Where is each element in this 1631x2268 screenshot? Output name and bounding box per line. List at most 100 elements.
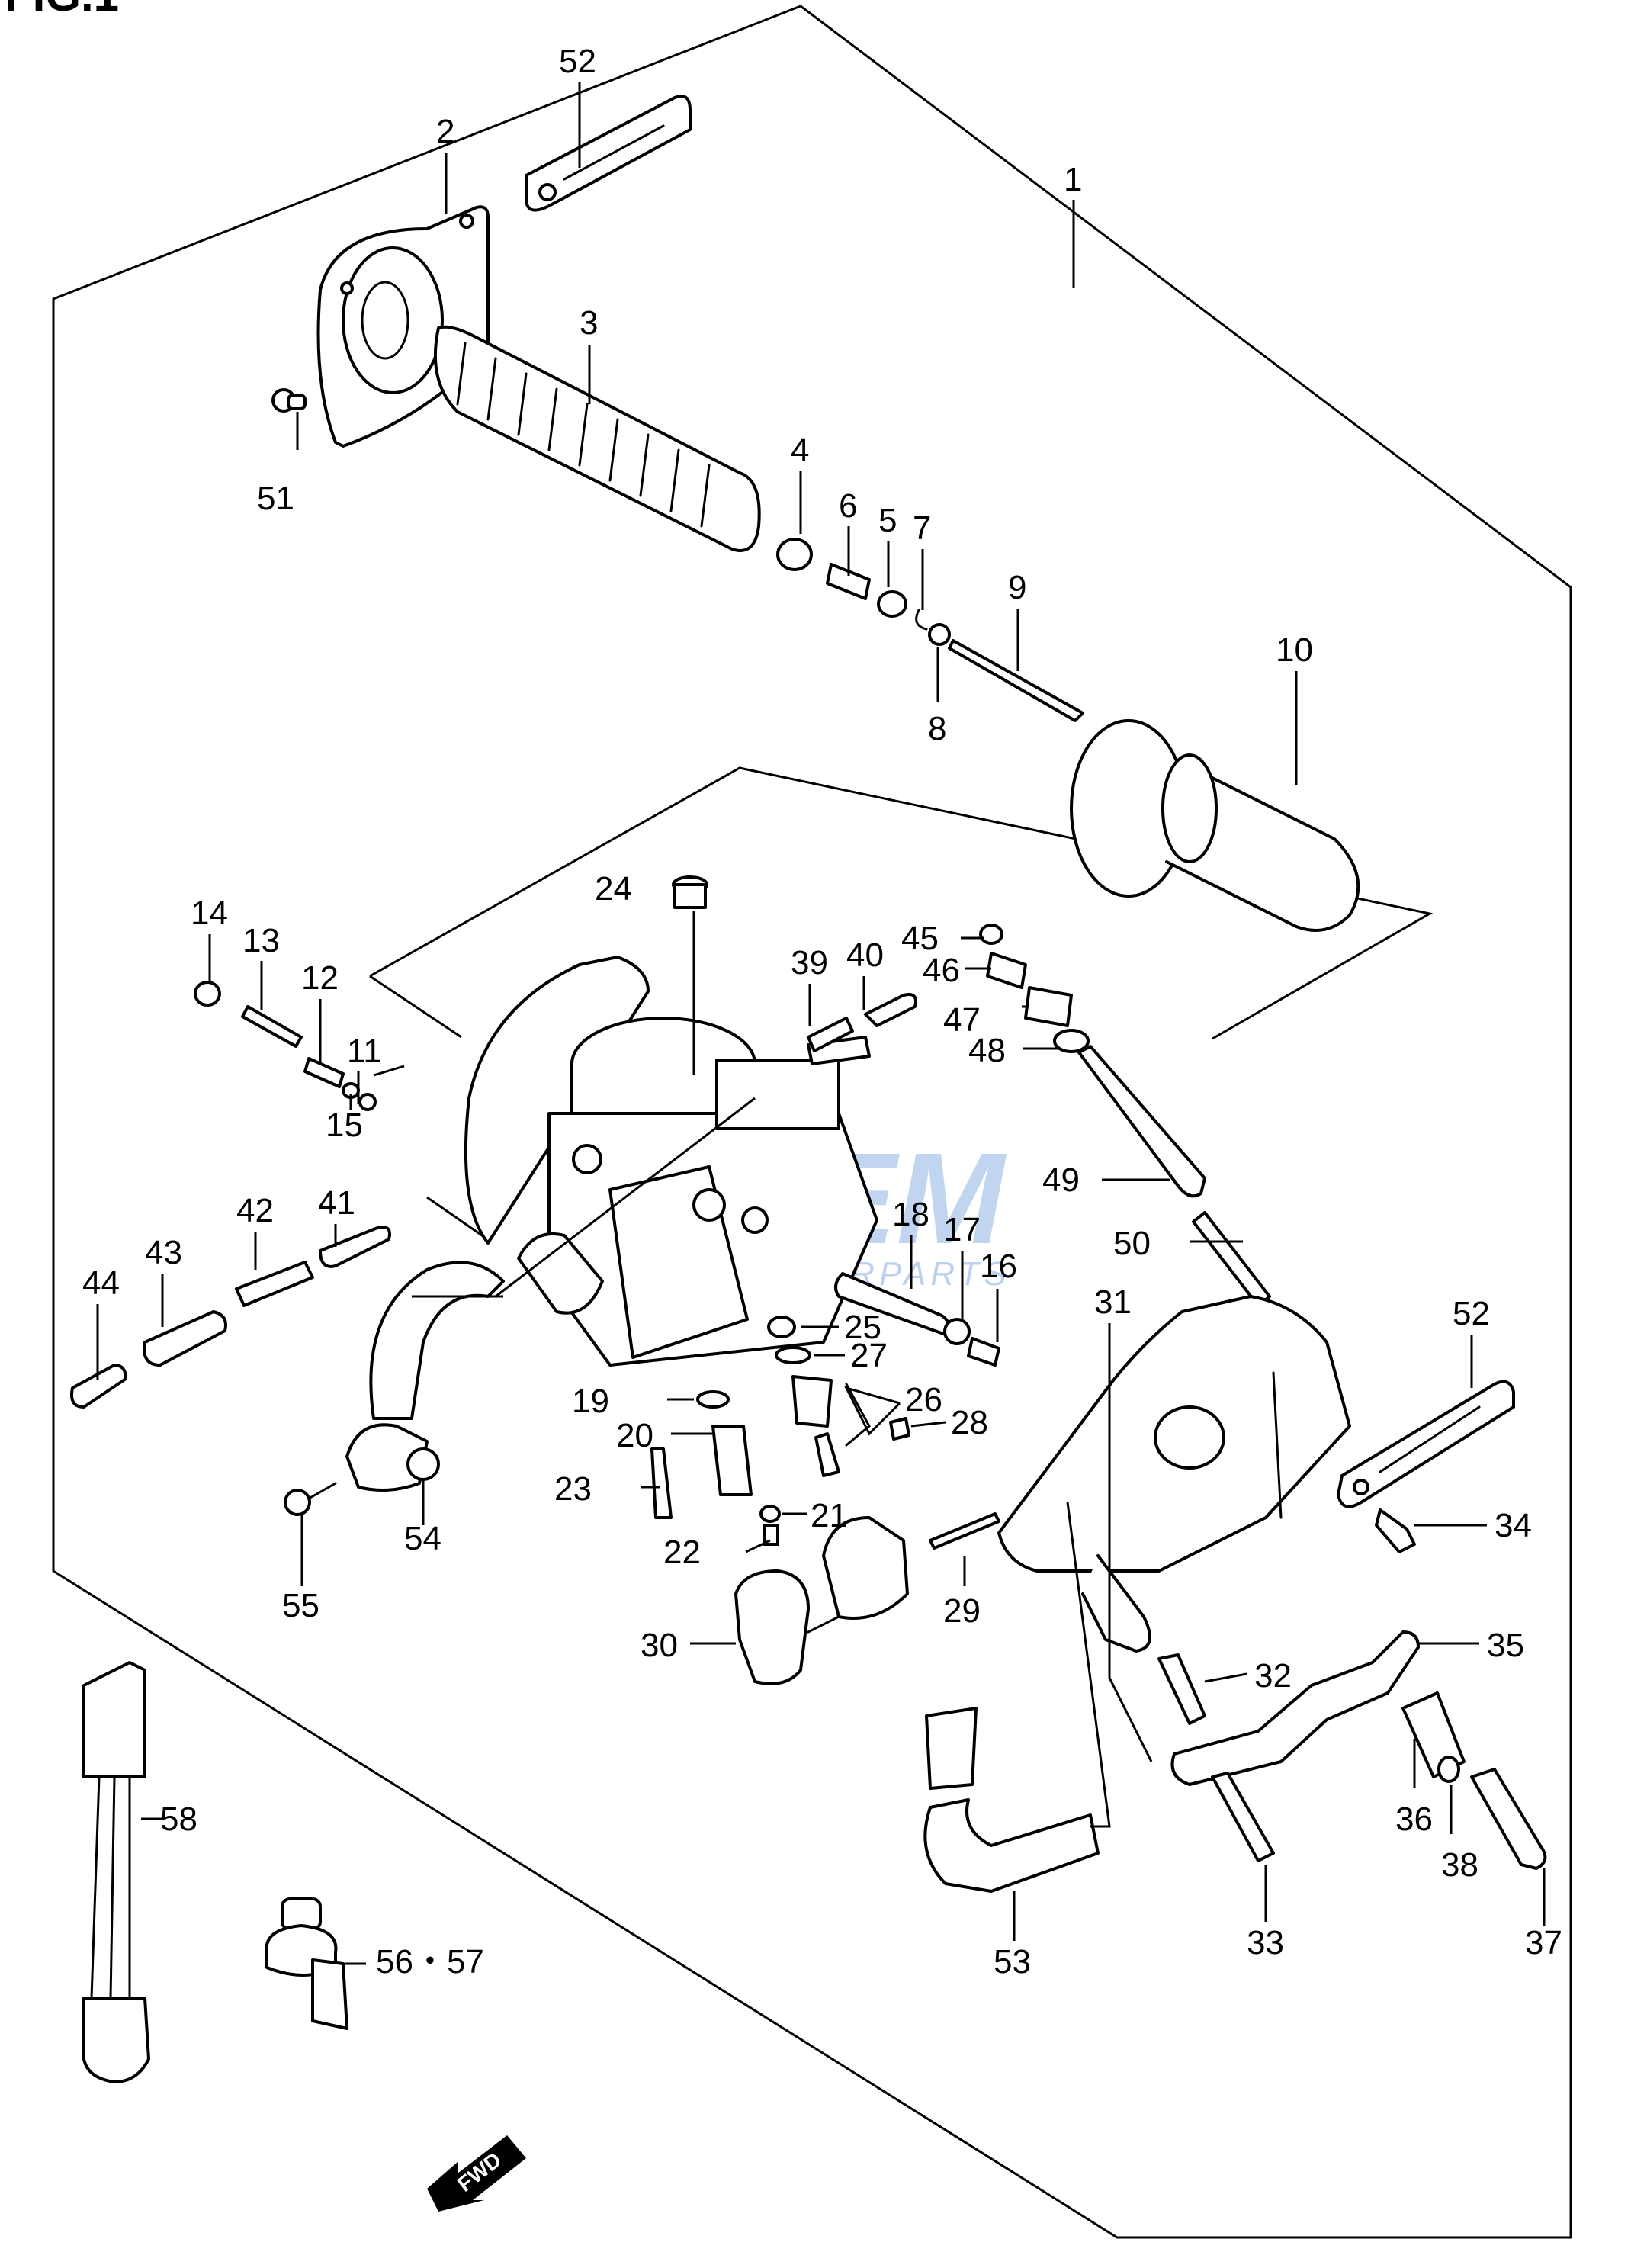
holder-part-47 bbox=[1024, 986, 1073, 1027]
washer-part-19 bbox=[696, 1390, 730, 1409]
holder-part-4 bbox=[776, 538, 813, 571]
callout-15: 15 bbox=[326, 1107, 363, 1144]
jet-part-46 bbox=[986, 952, 1027, 989]
clip-part-7 bbox=[915, 609, 928, 631]
callout-23: 23 bbox=[554, 1470, 592, 1508]
callout-28: 28 bbox=[951, 1404, 988, 1441]
callout-12: 12 bbox=[301, 959, 339, 997]
callout-44: 44 bbox=[82, 1264, 120, 1302]
bracket-part-52-top bbox=[525, 95, 692, 212]
fwd-marker: FWD bbox=[427, 2135, 526, 2212]
callout-10: 10 bbox=[1276, 631, 1313, 669]
spring-part-3 bbox=[433, 325, 761, 552]
callout-43: 43 bbox=[145, 1234, 182, 1271]
callout-53: 53 bbox=[994, 1943, 1031, 1980]
ring-part-11 bbox=[358, 1093, 377, 1111]
callout-20: 20 bbox=[616, 1417, 653, 1454]
callout-46: 46 bbox=[923, 952, 960, 989]
wire-harness-part-58 bbox=[82, 1661, 150, 2083]
callout-26: 26 bbox=[905, 1381, 942, 1418]
washer-part-17 bbox=[943, 1318, 971, 1345]
callout-33: 33 bbox=[1247, 1924, 1284, 1961]
callout-49: 49 bbox=[1042, 1161, 1080, 1199]
callout-58: 58 bbox=[160, 1801, 197, 1838]
callout-17: 17 bbox=[943, 1211, 981, 1248]
bracket-part-52-right bbox=[1337, 1380, 1515, 1508]
cap-part-44 bbox=[70, 1364, 127, 1409]
callout-4: 4 bbox=[791, 432, 809, 469]
callout-40: 40 bbox=[846, 936, 884, 974]
needle-part-9 bbox=[948, 639, 1084, 722]
callout-6: 6 bbox=[839, 487, 857, 525]
lever-part-35 bbox=[1170, 1630, 1420, 1786]
oring-part-48 bbox=[1053, 1029, 1090, 1053]
callout-7: 7 bbox=[913, 509, 931, 547]
cap-part-14 bbox=[194, 981, 221, 1007]
callout-31: 31 bbox=[1094, 1283, 1132, 1321]
screw-part-13 bbox=[241, 1005, 303, 1048]
hose-part-53 bbox=[923, 1707, 1100, 1893]
spring-part-6 bbox=[826, 563, 871, 600]
oring-part-27 bbox=[775, 1346, 811, 1364]
jet-part-20 bbox=[711, 1425, 753, 1496]
jet-part-22 bbox=[763, 1524, 779, 1546]
callout-41: 41 bbox=[318, 1184, 355, 1222]
callout-32: 32 bbox=[1254, 1657, 1292, 1695]
callout-39: 39 bbox=[791, 944, 828, 981]
adjuster-part-37 bbox=[1470, 1768, 1547, 1870]
callout-54: 54 bbox=[404, 1520, 441, 1557]
plunger-part-43 bbox=[143, 1310, 227, 1367]
callout-47: 47 bbox=[943, 1001, 981, 1039]
callout-2: 2 bbox=[436, 113, 454, 150]
callout-37: 37 bbox=[1525, 1924, 1562, 1961]
carburetor-body-boundary-left bbox=[369, 975, 485, 1238]
callout-21: 21 bbox=[811, 1497, 848, 1534]
fwd-arrow-icon bbox=[427, 2135, 526, 2212]
callout-56-57: 56・57 bbox=[376, 1943, 484, 1980]
spring-part-42 bbox=[235, 1261, 314, 1307]
spring-part-50 bbox=[1192, 1211, 1271, 1307]
callout-3: 3 bbox=[580, 304, 598, 342]
callout-30: 30 bbox=[641, 1627, 678, 1664]
callout-19: 19 bbox=[572, 1383, 609, 1420]
sensor-part-56-57 bbox=[265, 1897, 348, 2030]
callout-16: 16 bbox=[980, 1248, 1017, 1285]
screw-part-40 bbox=[864, 993, 917, 1027]
callout-29: 29 bbox=[943, 1592, 981, 1630]
callout-35: 35 bbox=[1487, 1627, 1524, 1664]
leader-lines bbox=[96, 82, 1546, 1965]
callout-55: 55 bbox=[282, 1587, 319, 1624]
callout-42: 42 bbox=[236, 1192, 274, 1229]
screw-part-28 bbox=[889, 1417, 910, 1441]
valve-part-26 bbox=[791, 1375, 871, 1477]
callout-52-right: 52 bbox=[1453, 1295, 1490, 1332]
piston-part-10 bbox=[1070, 719, 1360, 932]
callout-36: 36 bbox=[1395, 1801, 1433, 1838]
callout-25: 25 bbox=[844, 1309, 881, 1346]
cap-part-25 bbox=[767, 1316, 796, 1338]
jet-needle-part-23 bbox=[650, 1447, 673, 1519]
callout-24: 24 bbox=[595, 870, 632, 908]
callout-50: 50 bbox=[1113, 1225, 1151, 1262]
callout-51: 51 bbox=[257, 480, 294, 517]
screw-part-24 bbox=[672, 875, 708, 909]
callout-48: 48 bbox=[968, 1032, 1006, 1069]
callout-11: 11 bbox=[347, 1033, 382, 1070]
callout-13: 13 bbox=[242, 922, 280, 959]
figure-title: FIG.1 bbox=[5, 0, 119, 21]
callout-27: 27 bbox=[850, 1337, 888, 1374]
screw-part-51 bbox=[271, 388, 307, 413]
screw-part-32 bbox=[1157, 1653, 1206, 1725]
callout-18: 18 bbox=[892, 1196, 929, 1233]
screw-part-55 bbox=[284, 1482, 337, 1516]
washer-part-38 bbox=[1437, 1756, 1460, 1783]
pin-part-29 bbox=[929, 1512, 1000, 1550]
screw-part-33 bbox=[1211, 1772, 1275, 1862]
float-chamber-part-31 bbox=[997, 1295, 1351, 1653]
callout-8: 8 bbox=[928, 710, 946, 747]
bracket-part-54 bbox=[345, 1261, 505, 1492]
screw-part-16 bbox=[967, 1337, 1000, 1367]
assembly-boundary bbox=[52, 5, 1572, 2239]
tube-part-49 bbox=[1077, 1045, 1206, 1198]
